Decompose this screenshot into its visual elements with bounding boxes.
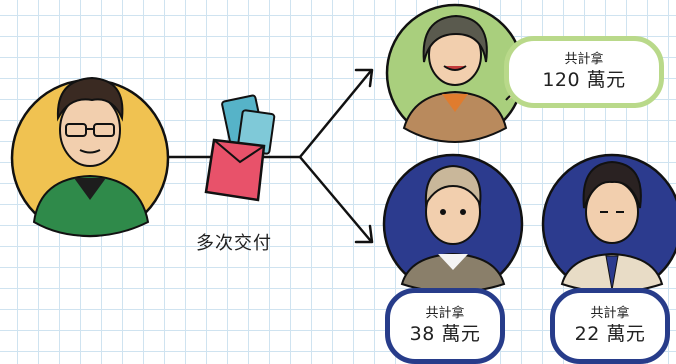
arrow-to-mother — [298, 70, 372, 159]
arrowhead-mother — [354, 68, 374, 88]
father-avatar — [10, 76, 170, 238]
mother-avatar — [385, 3, 529, 144]
son-avatar — [382, 153, 524, 295]
son-amount-callout: 共計拿 38 萬元 — [385, 288, 505, 364]
younger-son-amount-callout: 共計拿 22 萬元 — [550, 288, 670, 364]
connector-lines — [164, 68, 374, 244]
arrow-to-children — [298, 155, 372, 242]
son-amount-value: 38 萬元 — [409, 323, 481, 345]
younger-son-amount-label: 共計拿 — [590, 306, 630, 321]
son-amount-label: 共計拿 — [425, 306, 465, 321]
payment-method-label: 多次交付 — [196, 233, 272, 254]
mother-amount-label: 共計拿 — [564, 52, 604, 67]
younger-son-amount-value: 22 萬元 — [574, 323, 646, 345]
arrowhead-children — [354, 224, 374, 244]
money-envelope-icon — [204, 94, 276, 202]
diagram-art — [10, 3, 676, 295]
mother-amount-callout: 共計拿 120 萬元 — [504, 36, 664, 108]
younger-son-avatar — [541, 153, 676, 295]
mother-amount-value: 120 萬元 — [542, 69, 626, 91]
